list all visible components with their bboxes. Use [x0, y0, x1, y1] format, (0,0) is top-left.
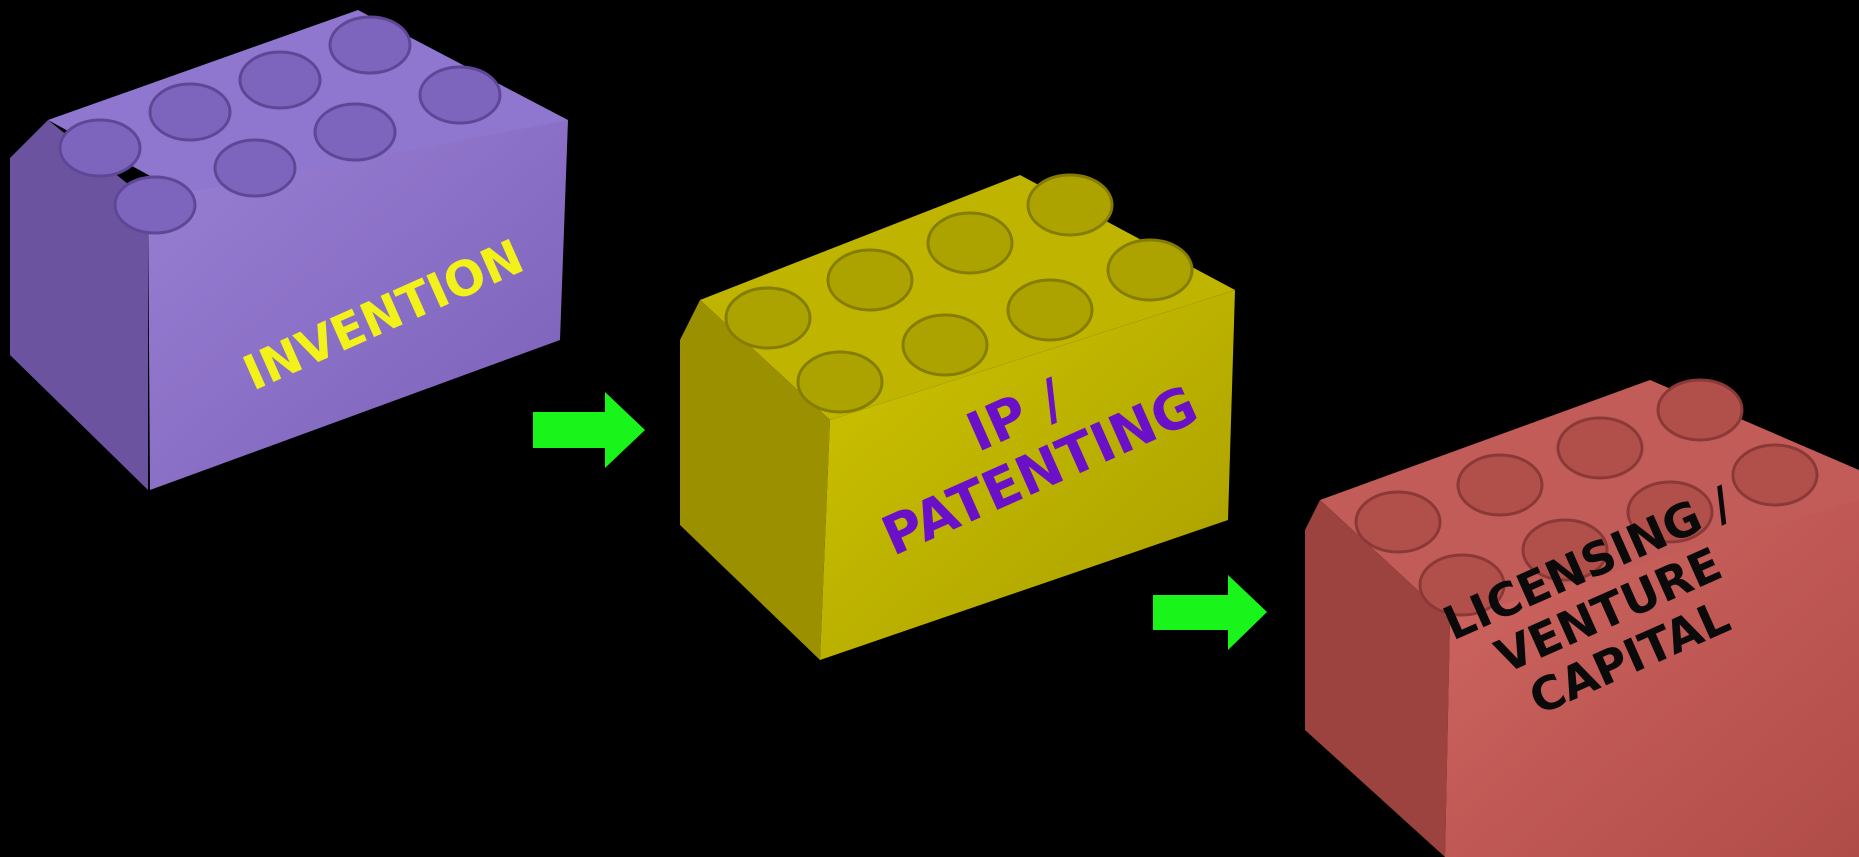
studs: [724, 173, 1194, 414]
brick-side-face: [1305, 500, 1450, 857]
arrow-right-icon: [533, 392, 645, 468]
brick-side-face: [10, 120, 148, 490]
studs: [58, 15, 502, 235]
brick-ip-patenting: IP /PATENTING: [680, 173, 1235, 660]
brick-front-face: [820, 290, 1235, 660]
brick-invention: INVENTION: [10, 10, 568, 490]
brick-top-face: [48, 10, 568, 235]
brick-side-face: [680, 300, 830, 660]
brick-front-face: [148, 120, 568, 490]
arrow-right-icon: [1153, 575, 1267, 650]
studs: [1354, 378, 1819, 617]
brick-front-face: [1445, 500, 1859, 857]
brick-licensing-venture-capital: LICENSING /VENTURECAPITAL: [1305, 378, 1859, 857]
